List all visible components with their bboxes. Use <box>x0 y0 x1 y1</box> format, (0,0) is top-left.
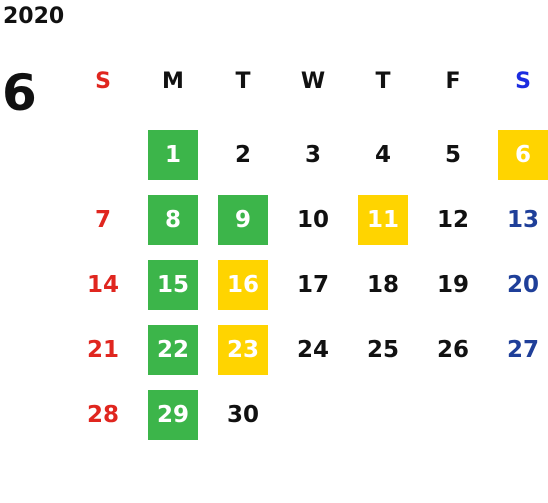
day-number: 29 <box>148 389 198 440</box>
day-cell <box>418 382 488 447</box>
day-number: 30 <box>226 401 259 428</box>
weekday-header-wednesday: W <box>300 68 326 94</box>
day-cell <box>68 122 138 187</box>
day-cell[interactable]: 4 <box>348 122 418 187</box>
day-cell <box>488 382 548 447</box>
day-number: 24 <box>296 336 329 363</box>
day-cell[interactable]: 27 <box>488 317 548 382</box>
day-number: 3 <box>304 141 321 168</box>
day-cell <box>278 382 348 447</box>
day-cell[interactable]: 11 <box>348 187 418 252</box>
day-number: 18 <box>366 271 399 298</box>
day-number: 8 <box>148 194 198 245</box>
day-cell[interactable]: 26 <box>418 317 488 382</box>
day-number: 2 <box>234 141 251 168</box>
day-number: 11 <box>358 194 408 245</box>
weekday-header-thursday: T <box>375 68 391 94</box>
day-cell[interactable]: 9 <box>208 187 278 252</box>
day-cell[interactable]: 1 <box>138 122 208 187</box>
day-number: 1 <box>148 129 198 180</box>
day-number: 12 <box>436 206 469 233</box>
day-number: 21 <box>86 336 119 363</box>
day-cell[interactable]: 25 <box>348 317 418 382</box>
day-cell[interactable]: 17 <box>278 252 348 317</box>
day-cell <box>348 382 418 447</box>
day-cell[interactable]: 21 <box>68 317 138 382</box>
day-number: 10 <box>296 206 329 233</box>
day-number: 14 <box>86 271 119 298</box>
day-cell[interactable]: 28 <box>68 382 138 447</box>
day-number <box>358 390 408 440</box>
day-cell[interactable]: 6 <box>488 122 548 187</box>
day-number: 4 <box>374 141 391 168</box>
weekday-header-tuesday: T <box>235 68 251 94</box>
weekday-header-saturday: S <box>515 68 531 94</box>
day-cell[interactable]: 19 <box>418 252 488 317</box>
day-cell[interactable]: 20 <box>488 252 548 317</box>
day-number <box>78 130 128 180</box>
year-label: 2020 <box>3 4 65 29</box>
day-cell[interactable]: 10 <box>278 187 348 252</box>
day-number: 20 <box>506 271 539 298</box>
day-number: 6 <box>498 129 548 180</box>
day-number: 7 <box>94 206 111 233</box>
day-cell[interactable]: 3 <box>278 122 348 187</box>
day-number: 13 <box>506 206 539 233</box>
day-number: 27 <box>506 336 539 363</box>
day-cell[interactable]: 13 <box>488 187 548 252</box>
day-cell[interactable]: 15 <box>138 252 208 317</box>
day-number: 23 <box>218 324 268 375</box>
day-number <box>498 390 548 440</box>
day-cell[interactable]: 12 <box>418 187 488 252</box>
day-cell[interactable]: 7 <box>68 187 138 252</box>
month-label: 6 <box>2 64 37 122</box>
day-cell[interactable]: 30 <box>208 382 278 447</box>
day-cell[interactable]: 18 <box>348 252 418 317</box>
day-number: 17 <box>296 271 329 298</box>
day-number: 28 <box>86 401 119 428</box>
weekday-header-friday: F <box>445 68 461 94</box>
day-number <box>428 390 478 440</box>
day-cell[interactable]: 22 <box>138 317 208 382</box>
day-number: 16 <box>218 259 268 310</box>
day-number <box>288 390 338 440</box>
day-number: 22 <box>148 324 198 375</box>
day-cell[interactable]: 29 <box>138 382 208 447</box>
weekday-header-sunday: S <box>95 68 111 94</box>
day-cell[interactable]: 5 <box>418 122 488 187</box>
day-cell[interactable]: 23 <box>208 317 278 382</box>
day-number: 26 <box>436 336 469 363</box>
day-number: 19 <box>436 271 469 298</box>
day-number: 5 <box>444 141 461 168</box>
weekday-header-monday: M <box>162 68 184 94</box>
day-cell[interactable]: 14 <box>68 252 138 317</box>
day-cell[interactable]: 24 <box>278 317 348 382</box>
day-number: 25 <box>366 336 399 363</box>
day-number: 9 <box>218 194 268 245</box>
day-cell[interactable]: 16 <box>208 252 278 317</box>
day-cell[interactable]: 2 <box>208 122 278 187</box>
day-cell[interactable]: 8 <box>138 187 208 252</box>
day-number: 15 <box>148 259 198 310</box>
